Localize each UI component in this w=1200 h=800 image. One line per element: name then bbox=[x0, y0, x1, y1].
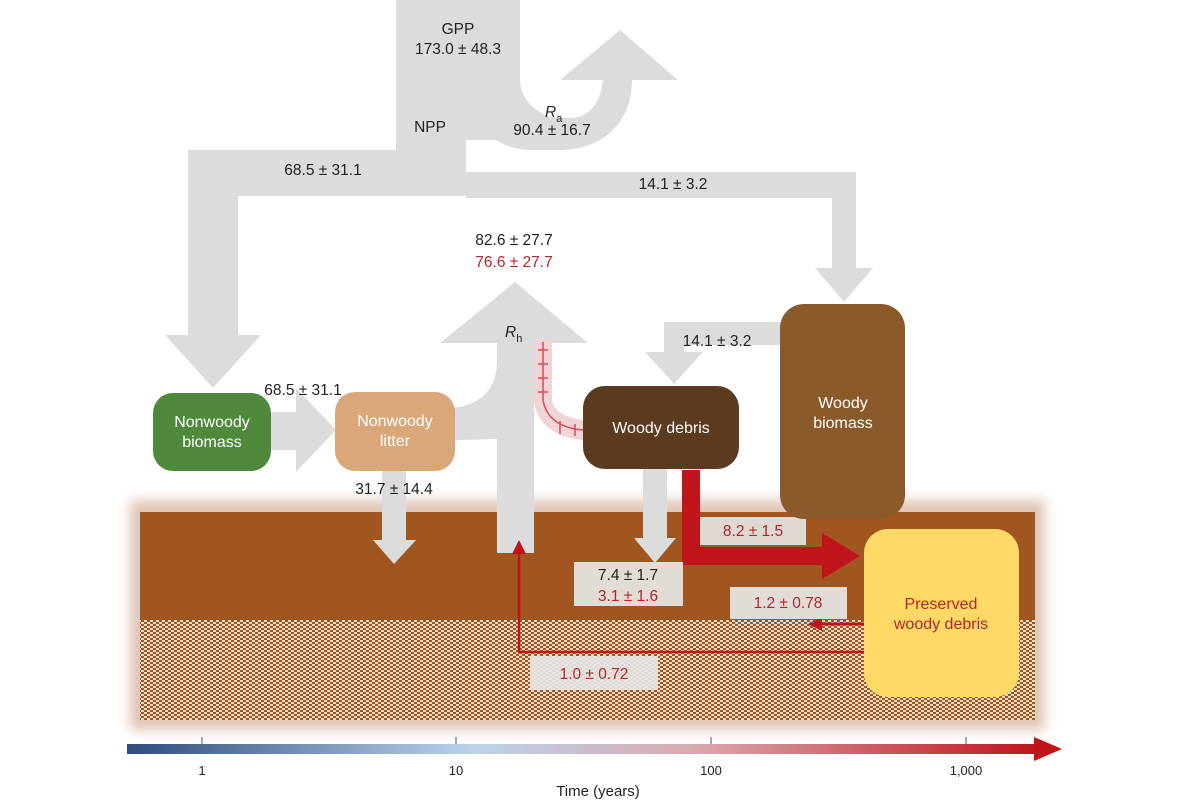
node-nonwoody-biomass-line1: Nonwoody bbox=[174, 414, 250, 431]
biomass-litter-flow bbox=[270, 388, 336, 472]
debris-rh-flow bbox=[534, 340, 584, 440]
time-tick-100: 100 bbox=[700, 763, 722, 778]
litter-to-soil-label: 31.7 ± 14.4 bbox=[355, 481, 433, 498]
node-nonwoody-biomass-line2: biomass bbox=[182, 434, 242, 451]
npp-label: NPP bbox=[414, 119, 446, 136]
woody-to-debris-label: 14.1 ± 3.2 bbox=[683, 333, 752, 350]
node-woody-biomass-line2: biomass bbox=[813, 415, 873, 432]
rh-arrowhead bbox=[440, 282, 588, 343]
node-woody-biomass-line1: Woody bbox=[818, 395, 868, 412]
node-nonwoody-litter: Nonwoody litter bbox=[335, 392, 455, 471]
node-nonwoody-litter-line1: Nonwoody bbox=[357, 413, 433, 430]
time-axis: 1 10 100 1,000 Time (years) bbox=[127, 737, 1062, 800]
time-axis-arrowhead bbox=[1034, 737, 1062, 761]
rh-total-label: 82.6 ± 27.7 bbox=[475, 232, 552, 249]
node-nonwoody-litter-line2: litter bbox=[380, 433, 411, 450]
biomass-to-litter-label: 68.5 ± 31.1 bbox=[264, 382, 341, 399]
litter-soil-flow bbox=[382, 470, 406, 542]
node-woody-biomass: Woody biomass bbox=[780, 304, 905, 519]
time-tick-1000: 1,000 bbox=[950, 763, 983, 778]
node-preserved-line1: Preserved bbox=[905, 596, 978, 613]
debris-to-preserved-label: 8.2 ± 1.5 bbox=[723, 523, 783, 540]
debris-to-soil-label: 7.4 ± 1.7 bbox=[598, 567, 658, 584]
gpp-label: GPP bbox=[442, 21, 475, 38]
debris-soil-flow bbox=[643, 467, 667, 540]
time-axis-title: Time (years) bbox=[556, 783, 640, 800]
debris-soil-label-box bbox=[574, 562, 683, 606]
rh-total-alt-label: 76.6 ± 27.7 bbox=[475, 254, 552, 271]
debris-preserved-label-box bbox=[700, 517, 806, 545]
debris-preserved-flow bbox=[682, 470, 860, 579]
woody-debris-flow bbox=[645, 322, 782, 384]
gpp-value: 173.0 ± 48.3 bbox=[415, 41, 501, 58]
npp-left-arrowhead bbox=[165, 335, 261, 388]
red-flows bbox=[512, 470, 866, 654]
node-preserved-woody-debris: Preserved woody debris bbox=[864, 529, 1019, 697]
rh-trunk bbox=[497, 338, 534, 553]
npp-to-woody-label: 14.1 ± 3.2 bbox=[639, 176, 708, 193]
ra-value: 90.4 ± 16.7 bbox=[513, 122, 590, 139]
time-tick-10: 10 bbox=[449, 763, 463, 778]
time-tick-1: 1 bbox=[198, 763, 205, 778]
rh-symbol: Rh bbox=[505, 324, 522, 345]
node-woody-debris-label: Woody debris bbox=[612, 420, 710, 437]
node-woody-debris: Woody debris bbox=[583, 386, 739, 469]
node-preserved-line2: woody debris bbox=[893, 616, 988, 633]
debris-to-soil-alt-label: 3.1 ± 1.6 bbox=[598, 588, 658, 605]
ra-symbol: Ra bbox=[545, 104, 563, 125]
npp-right-arrowhead bbox=[815, 268, 873, 302]
npp-right-flow bbox=[466, 172, 856, 198]
ra-flow bbox=[463, 30, 678, 150]
preserved-return-flow bbox=[517, 552, 866, 654]
npp-to-nonwoody-label: 68.5 ± 31.1 bbox=[284, 162, 361, 179]
preserved-return-label: 1.0 ± 0.72 bbox=[560, 666, 629, 683]
preserved-to-soil-label: 1.2 ± 0.78 bbox=[754, 595, 823, 612]
preserved-soil-label-box bbox=[730, 587, 847, 619]
flow-network bbox=[165, 0, 873, 564]
node-nonwoody-biomass: Nonwoody biomass bbox=[153, 393, 271, 471]
preserved-return-label-box bbox=[530, 656, 658, 690]
